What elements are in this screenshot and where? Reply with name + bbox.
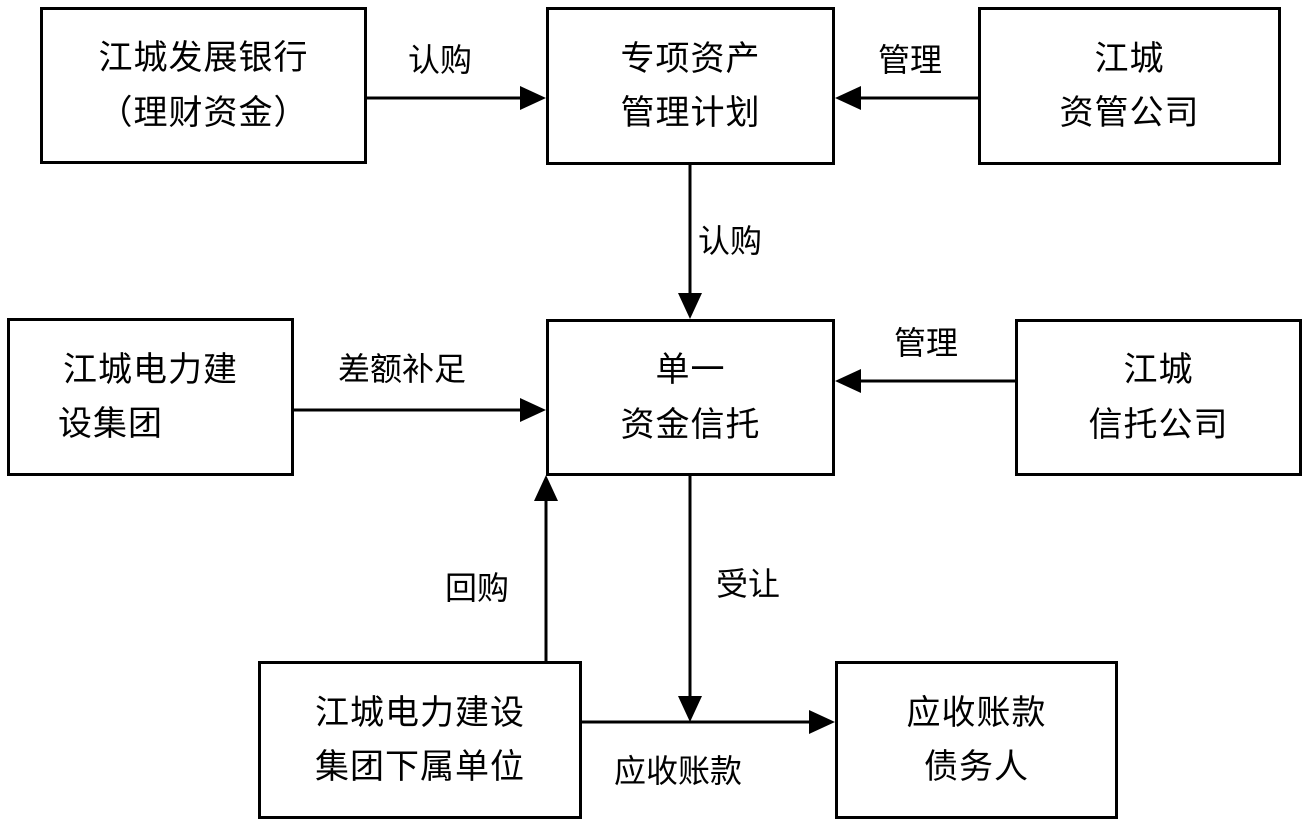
node-trust-company: 江城 信托公司 (1015, 319, 1302, 476)
node-asset-mgmt-line1: 江城 (1094, 38, 1165, 79)
node-debtor-line1: 应收账款 (906, 692, 1047, 733)
node-plan-line2: 管理计划 (620, 93, 761, 133)
node-plan: 专项资产 管理计划 (546, 7, 835, 165)
node-subsidiaries-line1: 江城电力建设 (315, 692, 525, 733)
node-plan-line1: 专项资产 (620, 38, 761, 79)
edge-label-trust-to-receivables: 受让 (716, 565, 781, 603)
edge-label-plan-to-trust: 认购 (698, 222, 763, 260)
node-power-group-line2: 设集团 (58, 404, 163, 444)
node-bank-line2: （理财资金） (98, 92, 309, 133)
node-asset-mgmt: 江城 资管公司 (978, 7, 1281, 165)
node-bank: 江城发展银行 （理财资金） (40, 7, 367, 164)
arrowhead-plan-to-trust (678, 293, 702, 319)
node-subsidiaries-line2: 集团下属单位 (315, 747, 525, 787)
arrowhead-trust-company-to-trust (835, 369, 861, 393)
node-power-group: 江城电力建 设集团 (7, 318, 294, 476)
arrowhead-subsidiaries-to-trust (534, 475, 558, 501)
node-bank-line1: 江城发展银行 (98, 38, 309, 79)
edge-label-trust-company-to-trust: 管理 (894, 324, 959, 362)
node-asset-mgmt-line2: 资管公司 (1059, 93, 1200, 133)
node-debtor: 应收账款 债务人 (835, 661, 1118, 819)
arrowhead-trust-to-receivables (678, 696, 702, 722)
node-trust-company-line1: 江城 (1123, 350, 1194, 391)
arrowhead-subsidiaries-to-debtor (809, 710, 835, 734)
edge-label-power-group-to-trust: 差额补足 (338, 350, 467, 388)
node-trust-line2: 资金信托 (620, 404, 761, 445)
node-trust: 单一 资金信托 (546, 319, 835, 476)
edge-label-asset-mgmt-to-plan: 管理 (878, 41, 943, 79)
edge-label-subsidiaries-to-debtor: 应收账款 (614, 752, 743, 790)
arrowhead-bank-to-plan (520, 86, 546, 110)
node-trust-line1: 单一 (655, 350, 726, 391)
arrowhead-power-group-to-trust (520, 398, 546, 422)
arrowhead-asset-mgmt-to-plan (835, 86, 861, 110)
node-power-group-line1: 江城电力建 (63, 349, 238, 390)
node-subsidiaries: 江城电力建设 集团下属单位 (258, 661, 582, 819)
edge-label-bank-to-plan: 认购 (408, 41, 473, 79)
node-debtor-line2: 债务人 (924, 747, 1029, 787)
node-trust-company-line2: 信托公司 (1088, 404, 1229, 445)
edge-label-subsidiaries-to-trust: 回购 (445, 569, 510, 607)
